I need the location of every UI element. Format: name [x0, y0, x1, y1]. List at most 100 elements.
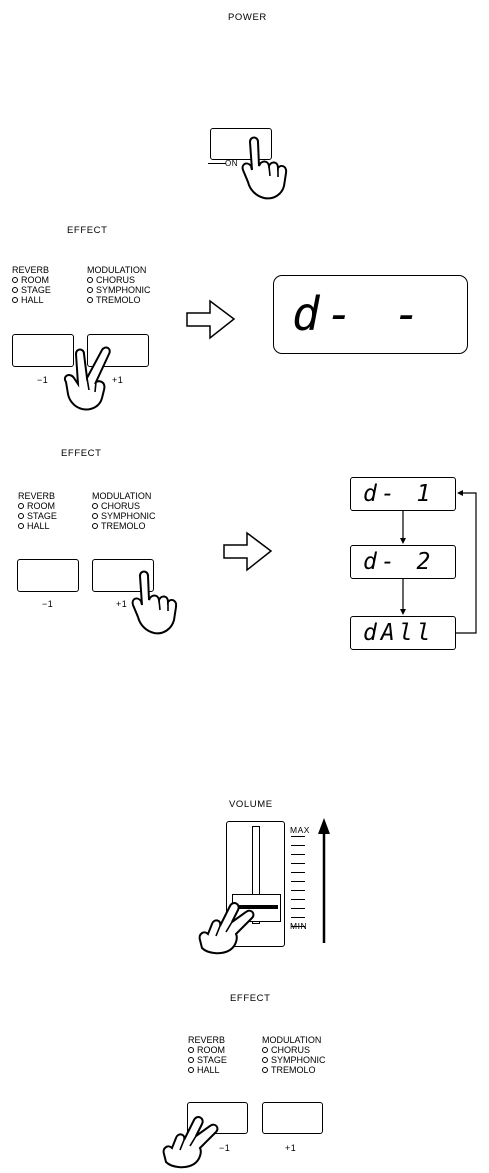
- volume-slider-panel: [226, 821, 285, 947]
- option-label: STAGE: [27, 511, 57, 521]
- two-finger-hand-icon: [64, 346, 111, 411]
- option-label: CHORUS: [101, 501, 141, 511]
- hand-pressing-icon: [241, 136, 288, 200]
- indicator-led: [12, 277, 18, 283]
- volume-min-label: MIN: [290, 921, 308, 931]
- plus-one-label: +1: [116, 599, 128, 609]
- modulation-option-tremolo: TREMOLO: [92, 521, 156, 531]
- option-label: CHORUS: [96, 275, 136, 285]
- indicator-led: [262, 1057, 268, 1063]
- arrow-right-icon: [186, 299, 236, 340]
- modulation-option-symphonic: SYMPHONIC: [262, 1055, 326, 1065]
- option-label: HALL: [21, 295, 44, 305]
- option-label: ROOM: [197, 1045, 225, 1055]
- reverb-group: REVERB ROOM STAGE HALL: [12, 265, 51, 305]
- effect-title: EFFECT: [61, 448, 102, 459]
- indicator-led: [262, 1047, 268, 1053]
- modulation-group: MODULATION CHORUS SYMPHONIC TREMOLO: [87, 265, 151, 305]
- reverb-group: REVERB ROOM STAGE HALL: [18, 491, 57, 531]
- indicator-led: [92, 523, 98, 529]
- modulation-title: MODULATION: [262, 1035, 322, 1045]
- plus-one-label: +1: [285, 1143, 297, 1153]
- indicator-led: [188, 1067, 194, 1073]
- lcd-display: d- -: [273, 275, 468, 354]
- cycle-arrows: [400, 490, 477, 634]
- modulation-plus-button[interactable]: [262, 1102, 323, 1134]
- indicator-led: [12, 297, 18, 303]
- reverb-title: REVERB: [12, 265, 50, 275]
- indicator-led: [92, 513, 98, 519]
- arrow-up-icon: [318, 818, 330, 943]
- lcd-display-text: d- 2: [363, 549, 435, 575]
- modulation-option-symphonic: SYMPHONIC: [92, 511, 156, 521]
- plus-one-label: +1: [112, 375, 124, 385]
- reverb-option-hall: HALL: [18, 521, 57, 531]
- hand-sliding-icon: [198, 902, 255, 955]
- reverb-group: REVERB ROOM STAGE HALL: [188, 1035, 227, 1075]
- reverb-option-room: ROOM: [18, 501, 57, 511]
- option-label: HALL: [197, 1065, 220, 1075]
- modulation-title: MODULATION: [92, 491, 152, 501]
- power-button[interactable]: [210, 128, 272, 160]
- volume-scale: [291, 836, 305, 927]
- lcd-display-text: dAll: [363, 620, 435, 646]
- modulation-group: MODULATION CHORUS SYMPHONIC TREMOLO: [92, 491, 156, 531]
- indicator-led: [18, 523, 24, 529]
- lcd-display-text: d- 1: [363, 481, 435, 507]
- power-button-underline: [208, 163, 226, 164]
- modulation-option-chorus: CHORUS: [92, 501, 156, 511]
- indicator-led: [87, 287, 93, 293]
- reverb-option-stage: STAGE: [188, 1055, 227, 1065]
- effect-title: EFFECT: [67, 225, 108, 236]
- indicator-led: [12, 287, 18, 293]
- minus-one-label: −1: [37, 375, 49, 385]
- volume-slider-track: [252, 826, 260, 924]
- modulation-option-symphonic: SYMPHONIC: [87, 285, 151, 295]
- modulation-option-chorus: CHORUS: [87, 275, 151, 285]
- reverb-option-hall: HALL: [188, 1065, 227, 1075]
- option-label: CHORUS: [271, 1045, 311, 1055]
- option-label: SYMPHONIC: [101, 511, 156, 521]
- option-label: ROOM: [21, 275, 49, 285]
- modulation-option-tremolo: TREMOLO: [87, 295, 151, 305]
- lcd-display-d2: d- 2: [350, 545, 456, 579]
- modulation-option-chorus: CHORUS: [262, 1045, 326, 1055]
- option-label: SYMPHONIC: [271, 1055, 326, 1065]
- indicator-led: [87, 297, 93, 303]
- reverb-minus-button[interactable]: [12, 334, 74, 367]
- indicator-led: [87, 277, 93, 283]
- indicator-led: [262, 1067, 268, 1073]
- arrow-right-icon: [223, 531, 273, 572]
- reverb-option-stage: STAGE: [18, 511, 57, 521]
- option-label: TREMOLO: [271, 1065, 316, 1075]
- option-label: HALL: [27, 521, 50, 531]
- power-on-label: ON: [225, 159, 238, 168]
- option-label: STAGE: [197, 1055, 227, 1065]
- reverb-option-stage: STAGE: [12, 285, 51, 295]
- reverb-title: REVERB: [18, 491, 56, 501]
- lcd-display-text: d- -: [292, 287, 427, 341]
- reverb-option-hall: HALL: [12, 295, 51, 305]
- reverb-minus-button[interactable]: [17, 559, 79, 592]
- hand-pressing-icon: [131, 570, 178, 635]
- lcd-display-d1: d- 1: [350, 477, 456, 511]
- hand-pressing-icon: [162, 1116, 219, 1169]
- option-label: TREMOLO: [96, 295, 141, 305]
- indicator-led: [92, 503, 98, 509]
- power-title: POWER: [228, 12, 267, 23]
- option-label: SYMPHONIC: [96, 285, 151, 295]
- minus-one-label: −1: [219, 1143, 231, 1153]
- lcd-display-dall: dAll: [350, 616, 456, 650]
- option-label: STAGE: [21, 285, 51, 295]
- option-label: ROOM: [27, 501, 55, 511]
- reverb-option-room: ROOM: [188, 1045, 227, 1055]
- modulation-group: MODULATION CHORUS SYMPHONIC TREMOLO: [262, 1035, 326, 1075]
- indicator-led: [188, 1047, 194, 1053]
- indicator-led: [188, 1057, 194, 1063]
- modulation-title: MODULATION: [87, 265, 147, 275]
- modulation-option-tremolo: TREMOLO: [262, 1065, 326, 1075]
- indicator-led: [18, 503, 24, 509]
- reverb-option-room: ROOM: [12, 275, 51, 285]
- volume-title: VOLUME: [229, 799, 273, 810]
- indicator-led: [18, 513, 24, 519]
